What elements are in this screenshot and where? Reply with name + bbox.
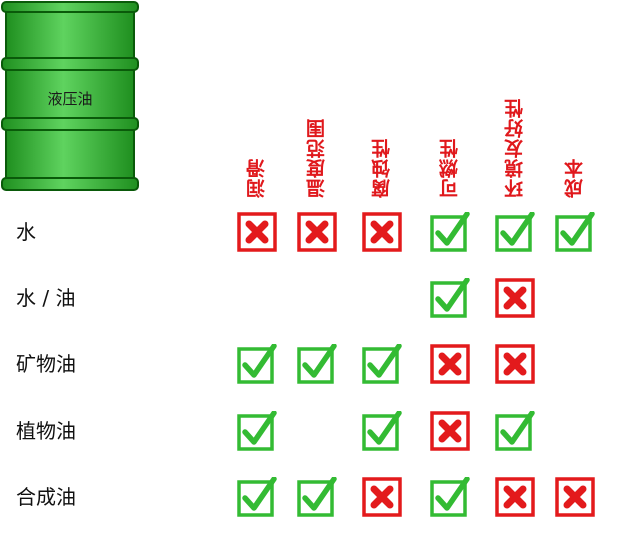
- checkmark-icon: [237, 343, 277, 384]
- checkmark-icon: [430, 476, 470, 517]
- checkmark-icon: [297, 343, 337, 384]
- cross-icon: [555, 477, 595, 517]
- row-label: 矿物油: [16, 352, 76, 376]
- column-header-label: 成本: [563, 158, 586, 198]
- column-header-label: 可燃性: [438, 138, 461, 198]
- column-header-label: 腐蚀性: [370, 138, 393, 198]
- checkmark-icon: [362, 343, 402, 384]
- checkmark-icon: [362, 410, 402, 451]
- column-header-label: 环境友好性: [503, 98, 526, 198]
- cross-icon: [430, 411, 470, 451]
- checkmark-icon: [297, 476, 337, 517]
- checkmark-icon: [237, 410, 277, 451]
- column-header: 成本: [557, 88, 593, 198]
- row-label: 水: [16, 220, 36, 244]
- column-header: 环境友好性: [497, 88, 533, 198]
- checkmark-icon: [495, 410, 535, 451]
- column-header-label: 润滑: [245, 158, 268, 198]
- column-header: 可燃性: [432, 88, 468, 198]
- barrel-label: 液压油: [47, 90, 93, 108]
- oil-barrel-icon: [1, 1, 139, 191]
- row-label: 水 / 油: [16, 286, 76, 310]
- cross-icon: [297, 212, 337, 252]
- column-header: 温度范围: [299, 88, 335, 198]
- checkmark-icon: [555, 211, 595, 252]
- column-header-label: 温度范围: [305, 118, 328, 198]
- row-label: 合成油: [16, 485, 76, 509]
- cross-icon: [495, 477, 535, 517]
- checkmark-icon: [495, 211, 535, 252]
- column-header: 润滑: [239, 88, 275, 198]
- checkmark-icon: [237, 476, 277, 517]
- checkmark-icon: [430, 211, 470, 252]
- cross-icon: [362, 212, 402, 252]
- cross-icon: [495, 278, 535, 318]
- checkmark-icon: [430, 277, 470, 318]
- cross-icon: [430, 344, 470, 384]
- row-label: 植物油: [16, 419, 76, 443]
- cross-icon: [237, 212, 277, 252]
- cross-icon: [495, 344, 535, 384]
- column-header: 腐蚀性: [364, 88, 400, 198]
- cross-icon: [362, 477, 402, 517]
